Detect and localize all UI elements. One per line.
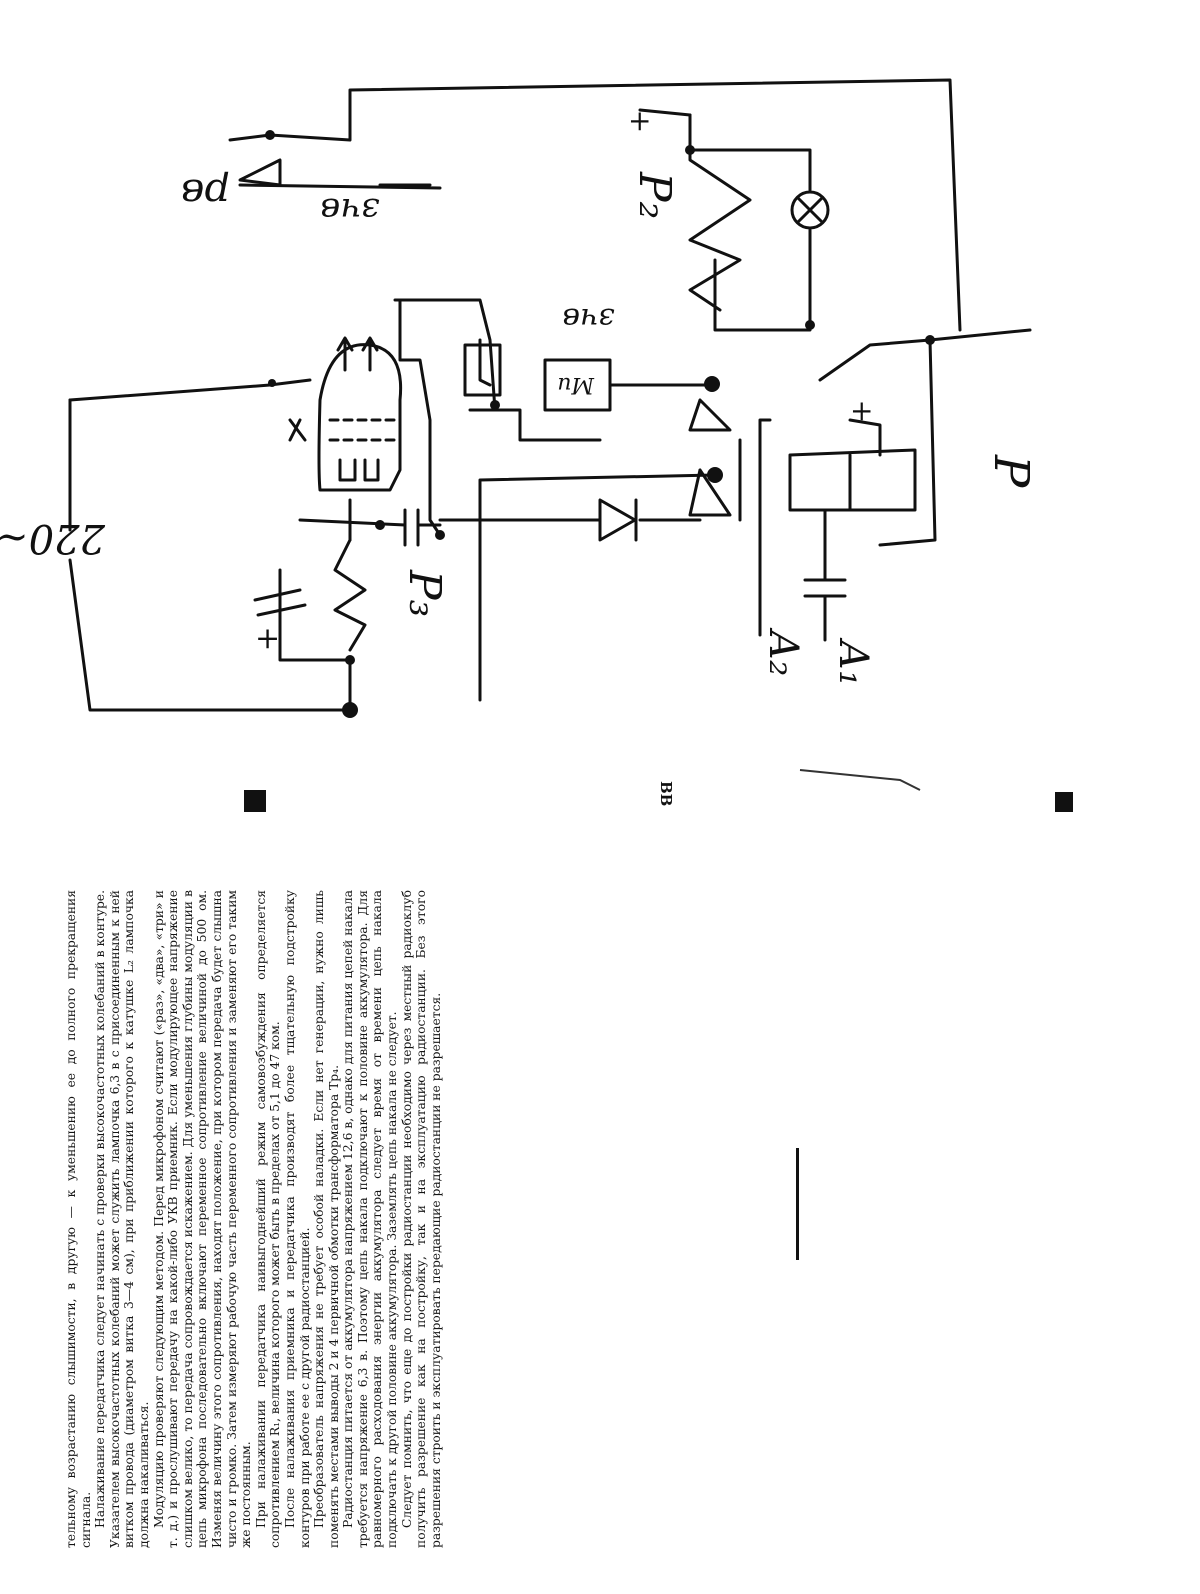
junction-dot: [265, 130, 275, 140]
junction-dot: [345, 655, 355, 665]
junction-dot: [435, 530, 445, 540]
lamp-symbol: [790, 190, 830, 230]
tube-grids: [328, 418, 397, 442]
tube-anode-arrows: [336, 336, 379, 372]
wire-r2-plus: [638, 108, 692, 117]
label-rb: рв: [181, 170, 230, 216]
lamp-cross: [796, 196, 824, 224]
page-number: BB: [640, 781, 680, 816]
paragraph-3: Модуляцию проверяют следующим методом. П…: [151, 890, 254, 1548]
capacitor-r3: [253, 588, 307, 617]
wire-battery-left: [758, 418, 772, 637]
wire-mid-lower: [478, 473, 717, 702]
wire-r3-loop: [278, 568, 352, 712]
paragraph-4: При налаживании передатчика наивыгоднейш…: [253, 890, 283, 1548]
wire-lamp-bottom: [713, 228, 812, 332]
paragraph-2: Налаживание передатчика следует начинать…: [93, 890, 151, 1548]
junction-dot: [268, 379, 276, 387]
scan-speck: [244, 790, 266, 812]
label-plus-right: +: [850, 394, 873, 427]
switch-top-triangle: [238, 158, 282, 187]
tube-cathode: [338, 458, 380, 482]
circuit-schematic: рв зчв зчв Р₂ Р₃ Ми Р А₂ А₁ 220~ + + +: [0, 78, 1039, 791]
junction-dot: [375, 520, 385, 530]
battery-box: [788, 448, 917, 512]
junction-dot: [805, 320, 815, 330]
jack-lower: [688, 468, 732, 517]
label-a1: А₁: [830, 637, 876, 686]
label-plus-left: +: [255, 621, 280, 656]
tube-grid-cross: [288, 418, 307, 442]
label-sg-box: зчв: [563, 301, 616, 336]
potentiometer-wiper: [478, 338, 492, 387]
resistor-r3: [333, 538, 367, 652]
paragraph-8: Следует помнить, что еще до постройки ра…: [399, 890, 443, 1548]
label-a2: А₂: [760, 627, 806, 676]
label-r2: Р₂: [629, 171, 680, 219]
paragraph-7: Радиостанция питается от аккумулятора на…: [341, 890, 400, 1548]
junction-dot: [707, 467, 723, 483]
article-text-area: тельному возрастанию слышимости, в другу…: [60, 880, 740, 1560]
end-rule: [796, 1148, 799, 1260]
label-mic: Ми: [557, 372, 595, 397]
article-body: тельному возрастанию слышимости, в другу…: [60, 880, 443, 1560]
page-number-text: BB: [657, 781, 675, 807]
diode-symbol: [598, 498, 637, 542]
jack-upper: [688, 398, 732, 432]
wire-top-frame: [228, 78, 962, 332]
junction-dot: [704, 376, 720, 392]
potentiometer-body: [463, 343, 502, 397]
tube-envelope: [317, 343, 403, 492]
wire-right-vertical: [878, 338, 937, 547]
label-sg-top: зчв: [321, 190, 380, 230]
schematic-drawing: рв зчв зчв Р₂ Р₃ Ми Р А₂ А₁ 220~ + + +: [0, 78, 1039, 791]
wire-bottom-left: [68, 558, 352, 712]
paragraph-6: Преобразователь напряжения не требует ос…: [312, 890, 341, 1548]
label-plus-top: +: [628, 104, 651, 137]
label-r-right: Р: [983, 454, 1039, 488]
article-rotated: тельному возрастанию слышимости, в другу…: [60, 880, 740, 1560]
junction-dot: [925, 335, 935, 345]
capacitor-tube: [403, 508, 420, 547]
wire-tube-top: [393, 298, 497, 412]
wire-tube-right: [398, 298, 442, 537]
microphone-box: [543, 358, 612, 412]
wire-switch-top: [238, 183, 442, 190]
label-220v: 220~: [0, 515, 106, 561]
junction-dot: [490, 400, 500, 410]
scan-artifact: [799, 769, 921, 791]
battery-plus-lead: [848, 418, 882, 457]
junction-dot: [685, 145, 695, 155]
label-r3: Р₃: [399, 569, 450, 617]
wire-r2-top: [688, 148, 812, 192]
wire-pot-to-right: [468, 408, 602, 442]
wire-cap: [298, 518, 442, 527]
resistor-r2: [688, 113, 752, 312]
capacitor-right: [803, 578, 847, 598]
scan-speck: [1055, 792, 1073, 812]
junction-dot: [342, 702, 358, 718]
paragraph-1: тельному возрастанию слышимости, в другу…: [64, 890, 93, 1548]
switch-right: [818, 328, 1032, 382]
paragraph-5: После налаживания приемника и передатчик…: [282, 890, 312, 1548]
